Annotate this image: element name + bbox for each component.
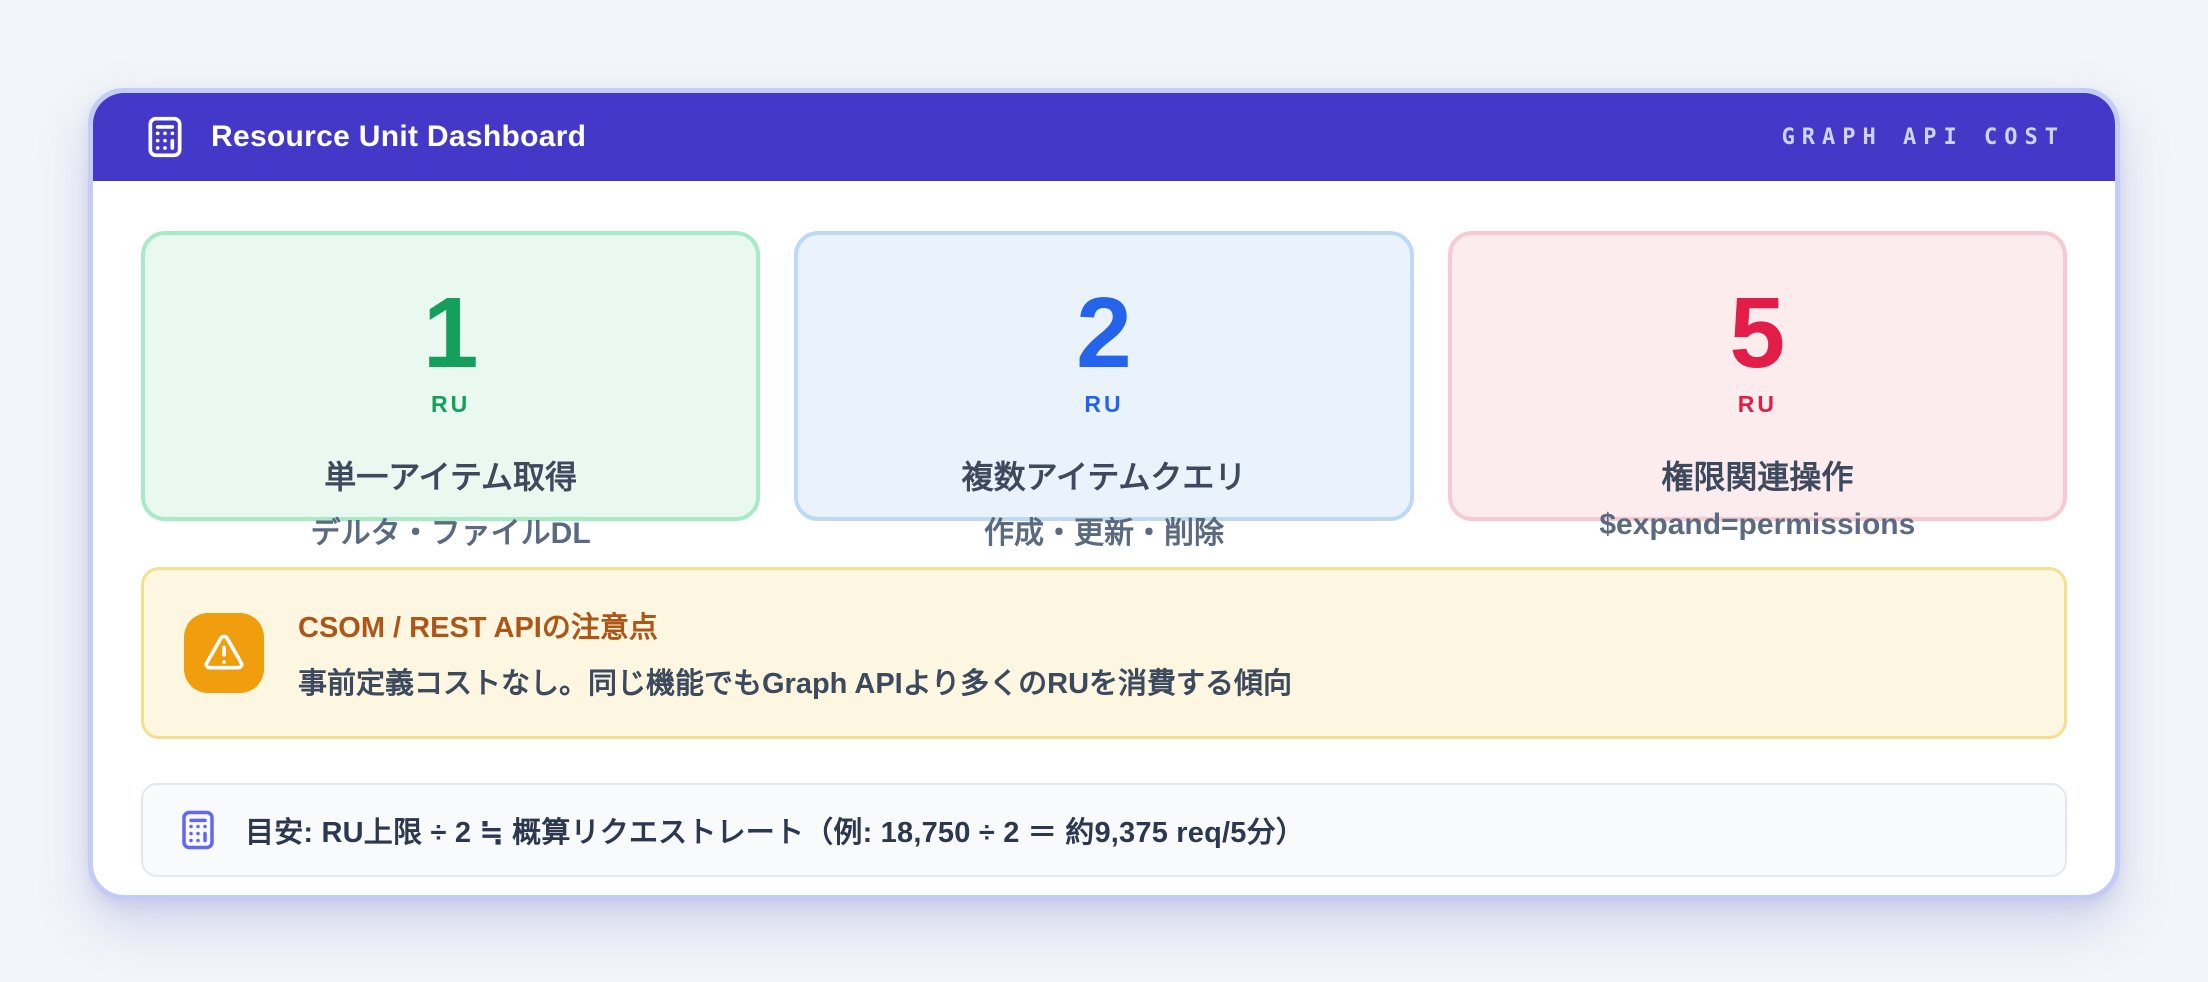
ru-value: 2 xyxy=(1076,277,1132,389)
stat-card-multi-item: 2 RU 複数アイテムクエリ 作成・更新・削除 xyxy=(794,231,1414,550)
header-badge: GRAPH API COST xyxy=(1781,124,2065,150)
calculator-icon xyxy=(177,809,219,851)
card-subtitle: デルタ・ファイルDL xyxy=(310,517,591,550)
warning-text-block: CSOM / REST APIの注意点 事前定義コストなし。同じ機能でもGrap… xyxy=(298,604,1292,702)
triangle-alert-icon xyxy=(184,613,264,693)
ru-value: 5 xyxy=(1729,277,1786,389)
warning-title: CSOM / REST APIの注意点 xyxy=(298,612,658,644)
card-title: 権限関連操作 xyxy=(1661,459,1854,495)
note-text: 目安: RU上限 ÷ 2 ≒ 概算リクエストレート（例: 18,750 ÷ 2 … xyxy=(245,817,1306,849)
ru-value: 1 xyxy=(422,277,479,389)
stat-card-permissions: 5 RU 権限関連操作 $expand=permissions xyxy=(1447,231,2067,541)
ru-unit-label: RU xyxy=(1737,391,1777,417)
page-title: Resource Unit Dashboard xyxy=(211,120,587,153)
ru-unit-label: RU xyxy=(1084,391,1124,417)
card-subtitle: $expand=permissions xyxy=(1599,508,1916,541)
note-bar: 目安: RU上限 ÷ 2 ≒ 概算リクエストレート（例: 18,750 ÷ 2 … xyxy=(141,783,2067,877)
dashboard-card: Resource Unit Dashboard GRAPH API COST 1… xyxy=(88,88,2120,900)
card-title: 単一アイテム取得 xyxy=(324,459,578,495)
ru-unit-label: RU xyxy=(431,391,471,417)
content-area: 1 RU 単一アイテム取得 デルタ・ファイルDL 2 RU 複数アイテムクエリ … xyxy=(93,181,2115,877)
warning-callout: CSOM / REST APIの注意点 事前定義コストなし。同じ機能でもGrap… xyxy=(141,567,2067,739)
card-subtitle: 作成・更新・削除 xyxy=(983,517,1224,550)
calculator-icon xyxy=(143,115,187,159)
stat-card-single-item: 1 RU 単一アイテム取得 デルタ・ファイルDL xyxy=(141,231,761,550)
warning-body: 事前定義コストなし。同じ機能でもGraph APIより多くのRUを消費する傾向 xyxy=(298,668,1293,700)
app-header: Resource Unit Dashboard GRAPH API COST xyxy=(93,93,2115,181)
stat-cards-row: 1 RU 単一アイテム取得 デルタ・ファイルDL 2 RU 複数アイテムクエリ … xyxy=(141,231,2067,550)
card-title: 複数アイテムクエリ xyxy=(961,459,1247,495)
